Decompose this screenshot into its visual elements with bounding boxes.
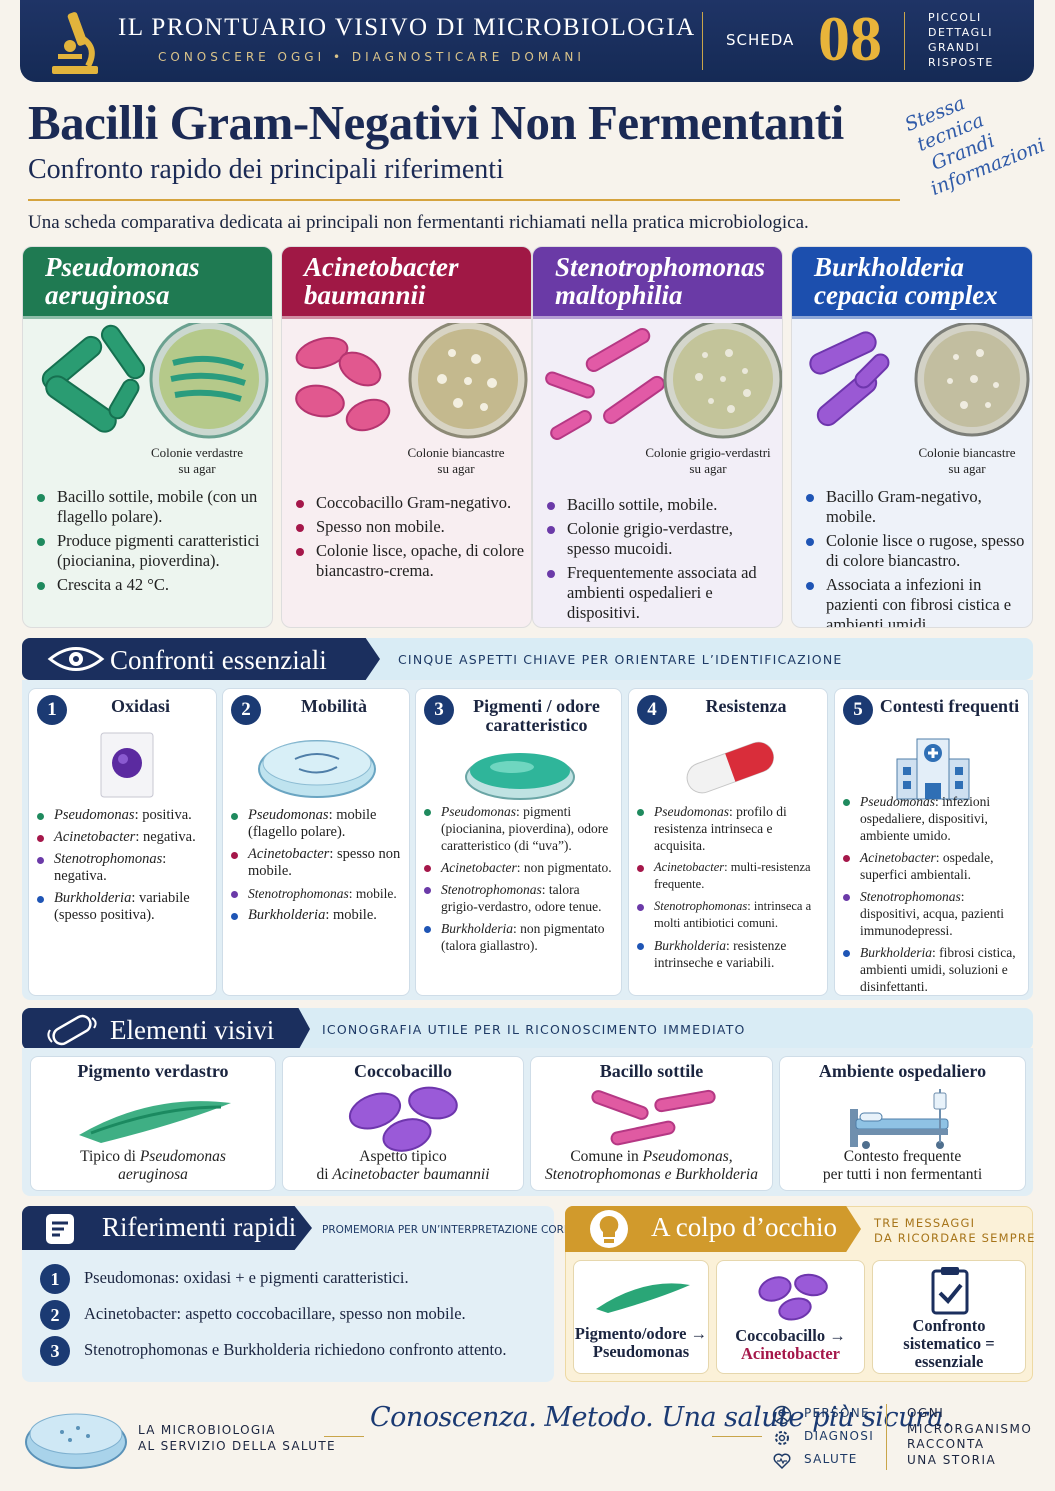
green-pigment-stroke-icon	[79, 1101, 231, 1143]
confronto-card-resistenza: 4 Resistenza Pseudomonas: profilo di res…	[628, 688, 828, 996]
eye-icon	[47, 647, 105, 671]
petri-dish-motility-icon	[258, 740, 376, 798]
colpo-card-pigmento: Pigmento/odore →Pseudomonas	[573, 1260, 709, 1374]
pseudomonas-illustration	[41, 323, 269, 439]
confronto-card-contesti: 5 Contesti frequenti Pseudomonas: infezi…	[834, 688, 1029, 996]
green-pigment-dish-icon	[465, 753, 575, 800]
intro-text: Una scheda comparativa dedicata ai princ…	[28, 212, 809, 233]
coccobacillus-icon	[348, 1086, 458, 1152]
person-icon	[772, 1405, 792, 1425]
scheda-number: 08	[818, 3, 882, 74]
species-bullet: Crescita a 42 °C.	[37, 575, 267, 595]
confronto-card-mobilita: 2 Mobilità Pseudomonas: mobile (flagello…	[222, 688, 410, 996]
page-title: Bacilli Gram-Negativi Non Fermentanti	[28, 95, 844, 150]
petri-dish-icon	[25, 1413, 127, 1469]
footer-value-persone: PERSONE	[772, 1405, 874, 1428]
confronti-section-bar: Confronti essenziali CINQUE ASPETTI CHIA…	[22, 638, 1033, 680]
elementi-title: Elementi visivi	[22, 1008, 310, 1050]
species-bullet: Bacillo sottile, mobile (con un flagello…	[37, 487, 267, 527]
confronto-card-oxidasi: 1 Oxidasi Pseudomonas: positiva. Acineto…	[28, 688, 217, 996]
lightbulb-icon	[590, 1210, 628, 1248]
bacterium-icon	[47, 1014, 97, 1046]
species-bullet: Colonie lisce o rugose, spesso di colore…	[806, 531, 1032, 571]
species-bullet: Spesso non mobile.	[296, 517, 526, 537]
coccobacillus-icon	[758, 1273, 828, 1321]
green-pigment-stroke-icon	[596, 1283, 690, 1313]
checklist-icon	[46, 1214, 74, 1244]
species-bullet: Coccobacillo Gram-negativo.	[296, 493, 526, 513]
species-bullet: Associata a infezioni in pazienti con fi…	[806, 575, 1032, 627]
stenotrophomonas-illustration	[545, 323, 782, 440]
gear-icon	[775, 1431, 789, 1445]
footer-values: PERSONE DIAGNOSI SALUTE	[772, 1405, 874, 1474]
species-bullet: Colonie grigio-verdastre, spesso mucoidi…	[547, 519, 777, 559]
elementi-section-bar: Elementi visivi ICONOGRAFIA UTILE PER IL…	[22, 1008, 1033, 1050]
heart-icon	[773, 1453, 791, 1470]
page-subtitle: Confronto rapido dei principali riferime…	[28, 154, 504, 185]
footer-motto: Conoscenza. Metodo. Una salute più sicur…	[370, 1402, 952, 1433]
header-tagline: CONOSCERE OGGI • DIAGNOSTICARE DOMANI	[158, 50, 585, 64]
elementi-subtitle: ICONOGRAFIA UTILE PER IL RICONOSCIMENTO …	[322, 1022, 746, 1037]
scheda-label: SCHEDA	[726, 31, 795, 49]
visual-card-pigmento: Pigmento verdastro Tipico di Pseudomonas…	[30, 1056, 276, 1191]
burkholderia-illustration	[809, 323, 1030, 437]
clipboard-check-icon	[931, 1267, 969, 1315]
capsule-pill-icon	[686, 741, 774, 794]
species-bullet: Colonie lisce, opache, di colore biancas…	[296, 541, 526, 581]
microscope-icon	[52, 12, 98, 74]
footer-value-diagnosi: DIAGNOSI	[772, 1428, 874, 1451]
confronti-title: Confronti essenziali	[22, 638, 380, 680]
species-bullet: Bacillo Gram-negativo, mobile.	[806, 487, 1032, 527]
colpo-card-coccobacillo: Coccobacillo →Acinetobacter	[716, 1260, 865, 1374]
confronti-subtitle: CINQUE ASPETTI CHIAVE PER ORIENTARE L’ID…	[398, 652, 843, 667]
header-title: IL PRONTUARIO VISIVO DI MICROBIOLOGIA	[118, 14, 696, 41]
riferimenti-subtitle: PROMEMORIA PER UN’INTERPRETAZIONE CORRET…	[322, 1224, 597, 1236]
acinetobacter-illustration	[295, 323, 528, 439]
hospital-bed-icon	[850, 1089, 949, 1149]
species-bullet: Bacillo sottile, mobile.	[547, 495, 777, 515]
thin-bacillus-icon	[591, 1089, 716, 1146]
species-bullet: Produce pigmenti caratteristici (piocian…	[37, 531, 267, 571]
header-banner: IL PRONTUARIO VISIVO DI MICROBIOLOGIA CO…	[20, 0, 1034, 82]
confronto-card-pigmenti: 3 Pigmenti / odore caratteristico Pseudo…	[415, 688, 622, 996]
hospital-icon	[896, 738, 970, 800]
footer-value-salute: SALUTE	[772, 1451, 874, 1474]
species-bullet: Frequentemente associata ad ambienti osp…	[547, 563, 777, 623]
oxidase-strip-icon	[100, 732, 154, 798]
visual-card-bacillo: Bacillo sottile Comune in Pseudomonas,St…	[530, 1056, 773, 1191]
